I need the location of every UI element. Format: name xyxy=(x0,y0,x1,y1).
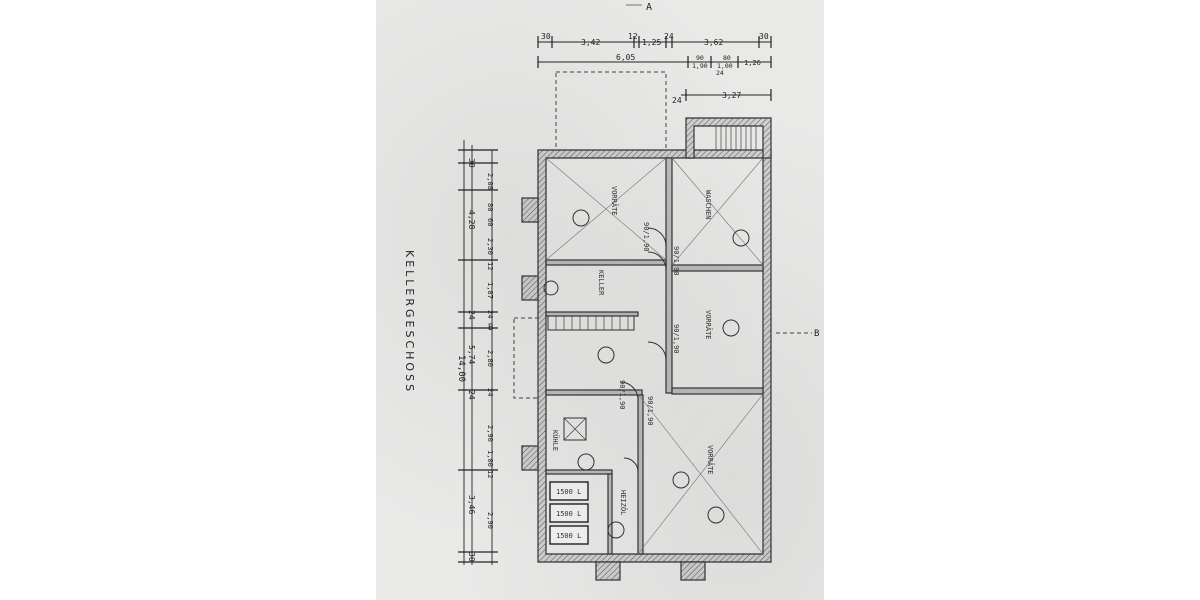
room-symbols xyxy=(543,209,750,539)
drawing-title: KELLERGESCHOSS xyxy=(403,250,416,394)
svg-text:1,87: 1,87 xyxy=(486,282,494,299)
exterior-stair xyxy=(720,126,757,150)
svg-text:24: 24 xyxy=(467,390,476,400)
svg-text:24: 24 xyxy=(716,69,724,77)
svg-text:2,90: 2,90 xyxy=(486,512,494,529)
terrace-outline xyxy=(555,71,667,151)
door-size-labels: 90/1,90 90/1,90 90/1,90 90/1,90 90/1,90 xyxy=(618,222,680,426)
svg-text:24: 24 xyxy=(486,310,494,318)
room-label-keller: KELLER xyxy=(597,270,605,296)
svg-text:1,00: 1,00 xyxy=(717,62,733,70)
svg-text:30: 30 xyxy=(467,552,476,562)
svg-text:1,26: 1,26 xyxy=(744,59,761,67)
room-label-kuhle: KÜHLE xyxy=(551,430,560,451)
svg-text:90/1,90: 90/1,90 xyxy=(646,396,654,426)
svg-text:80: 80 xyxy=(486,203,494,211)
svg-text:90: 90 xyxy=(696,54,704,62)
oil-tanks: 1500 L 1500 L 1500 L xyxy=(549,481,589,545)
svg-text:4,28: 4,28 xyxy=(467,210,476,229)
door-swings xyxy=(620,227,667,473)
svg-text:1,00: 1,00 xyxy=(486,450,494,467)
svg-text:12: 12 xyxy=(486,262,494,270)
left-dimension-chain: 30 4,28 24 5,74 24 3,46 30 2,08 80 60 2,… xyxy=(456,140,498,565)
room-diagonals xyxy=(545,157,764,555)
outdoor-stair-outline xyxy=(513,317,539,399)
svg-text:24: 24 xyxy=(664,32,674,41)
svg-text:3,62: 3,62 xyxy=(704,38,723,47)
room-label-vorrate-2: VORRÄTE xyxy=(704,310,713,340)
oil-tank-1-label: 1500 L xyxy=(556,488,581,496)
oil-tank-1 xyxy=(549,481,589,501)
svg-text:90/1,90: 90/1,90 xyxy=(642,222,650,252)
room-label-waschen: WASCHEN xyxy=(704,190,712,220)
section-marker-left: B xyxy=(488,323,493,333)
svg-text:3,46: 3,46 xyxy=(467,495,476,514)
oil-tank-3-label: 1500 L xyxy=(556,532,581,540)
oil-tank-3 xyxy=(549,525,589,545)
svg-text:30: 30 xyxy=(541,32,551,41)
building-walls xyxy=(521,117,772,581)
room-label-vorrate-3: VORRÄTE xyxy=(706,445,715,475)
svg-text:12: 12 xyxy=(628,32,638,41)
svg-text:1,25: 1,25 xyxy=(642,38,661,47)
svg-text:30: 30 xyxy=(467,158,476,168)
svg-text:90/1,90: 90/1,90 xyxy=(672,324,680,354)
svg-text:14,00: 14,00 xyxy=(456,355,466,382)
basement-floor-plan: A 30 3,42 12 1,25 24 3,62 30 6,05 90 1,9… xyxy=(403,2,819,581)
svg-text:60: 60 xyxy=(486,218,494,226)
svg-text:2,30: 2,30 xyxy=(486,238,494,255)
oil-tank-2 xyxy=(549,503,589,523)
svg-text:90/1,90: 90/1,90 xyxy=(618,380,626,410)
room-labels: VORRÄTE WASCHEN KELLER VORRÄTE KÜHLE VOR… xyxy=(551,186,715,515)
svg-text:12: 12 xyxy=(486,470,494,478)
plan-paper: A 30 3,42 12 1,25 24 3,62 30 6,05 90 1,9… xyxy=(376,0,824,600)
room-label-heizol: HEIZÖL xyxy=(619,490,628,515)
svg-text:30: 30 xyxy=(759,32,769,41)
svg-text:1,90: 1,90 xyxy=(692,62,708,70)
svg-text:90/1,90: 90/1,90 xyxy=(672,246,680,276)
svg-text:3,27: 3,27 xyxy=(722,91,741,100)
svg-text:2,08: 2,08 xyxy=(486,173,494,190)
top-dimension-chain: 30 3,42 12 1,25 24 3,62 30 6,05 90 1,90 … xyxy=(537,32,772,105)
section-marker-right: B xyxy=(814,329,819,339)
svg-text:5,74: 5,74 xyxy=(467,345,476,364)
interior-stair xyxy=(547,315,635,331)
svg-text:24: 24 xyxy=(672,96,682,105)
oil-tank-2-label: 1500 L xyxy=(556,510,581,518)
svg-text:2,80: 2,80 xyxy=(486,350,494,367)
svg-text:24: 24 xyxy=(467,310,476,320)
svg-text:6,05: 6,05 xyxy=(616,53,635,62)
room-label-vorrate-1: VORRÄTE xyxy=(610,186,619,216)
svg-text:3,42: 3,42 xyxy=(581,38,600,47)
section-marker-top: A xyxy=(646,2,652,13)
svg-text:2,90: 2,90 xyxy=(486,425,494,442)
svg-text:80: 80 xyxy=(723,54,731,62)
svg-text:24: 24 xyxy=(486,388,494,396)
